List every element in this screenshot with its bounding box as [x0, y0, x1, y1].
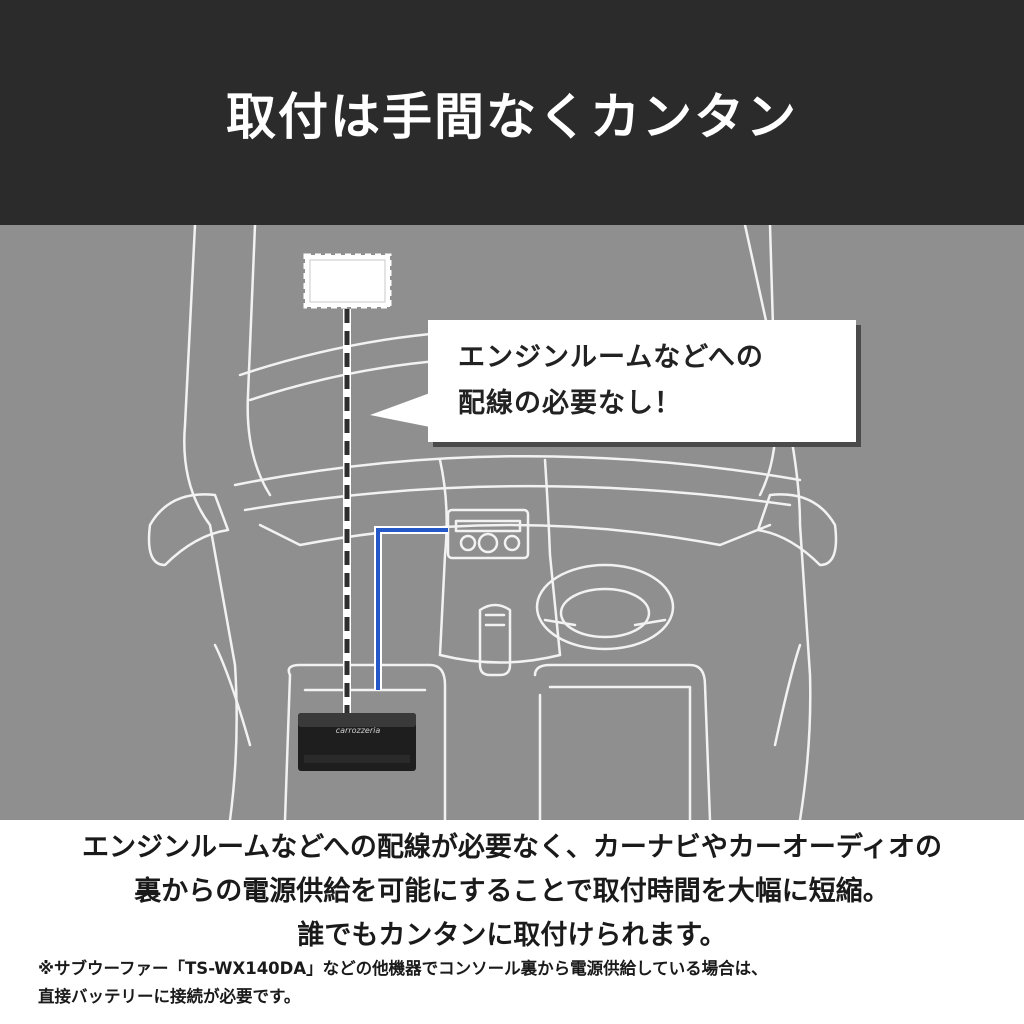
amp-brand-label: carrozzeria: [336, 726, 381, 735]
callout-tail: [370, 393, 430, 427]
footnote-line-1: ※サブウーファー「TS-WX140DA」などの他機器でコンソール裏から電源供給し…: [38, 959, 768, 978]
installation-diagram: carrozzeria エンジンルームなどへの 配線の必要なし！: [0, 225, 1024, 820]
car-outline: [147, 225, 838, 820]
callout-bubble: エンジンルームなどへの 配線の必要なし！: [428, 320, 856, 442]
callout-line-1: エンジンルームなどへの: [458, 342, 764, 373]
caption-line-2: 裏からの電源供給を可能にすることで取付時間を大幅に短縮。: [134, 876, 890, 907]
car-interior-illustration: carrozzeria: [147, 225, 838, 820]
caption-line-1: エンジンルームなどへの配線が必要なく、カーナビやカーオーディオの: [82, 832, 942, 863]
power-wire: [376, 528, 448, 690]
page-title: 取付は手間なくカンタン: [226, 87, 798, 146]
caption-block: エンジンルームなどへの配線が必要なく、カーナビやカーオーディオの 裏からの電源供…: [0, 820, 1024, 1024]
footnote: ※サブウーファー「TS-WX140DA」などの他機器でコンソール裏から電源供給し…: [38, 955, 998, 1011]
header-banner: 取付は手間なくカンタン: [0, 0, 1024, 225]
callout-line-2: 配線の必要なし！: [458, 388, 682, 419]
caption-line-3: 誰でもカンタンに取付けられます。: [297, 920, 727, 951]
footnote-line-2: 直接バッテリーに接続が必要です。: [38, 987, 301, 1006]
amplifier-icon: carrozzeria: [298, 713, 416, 771]
